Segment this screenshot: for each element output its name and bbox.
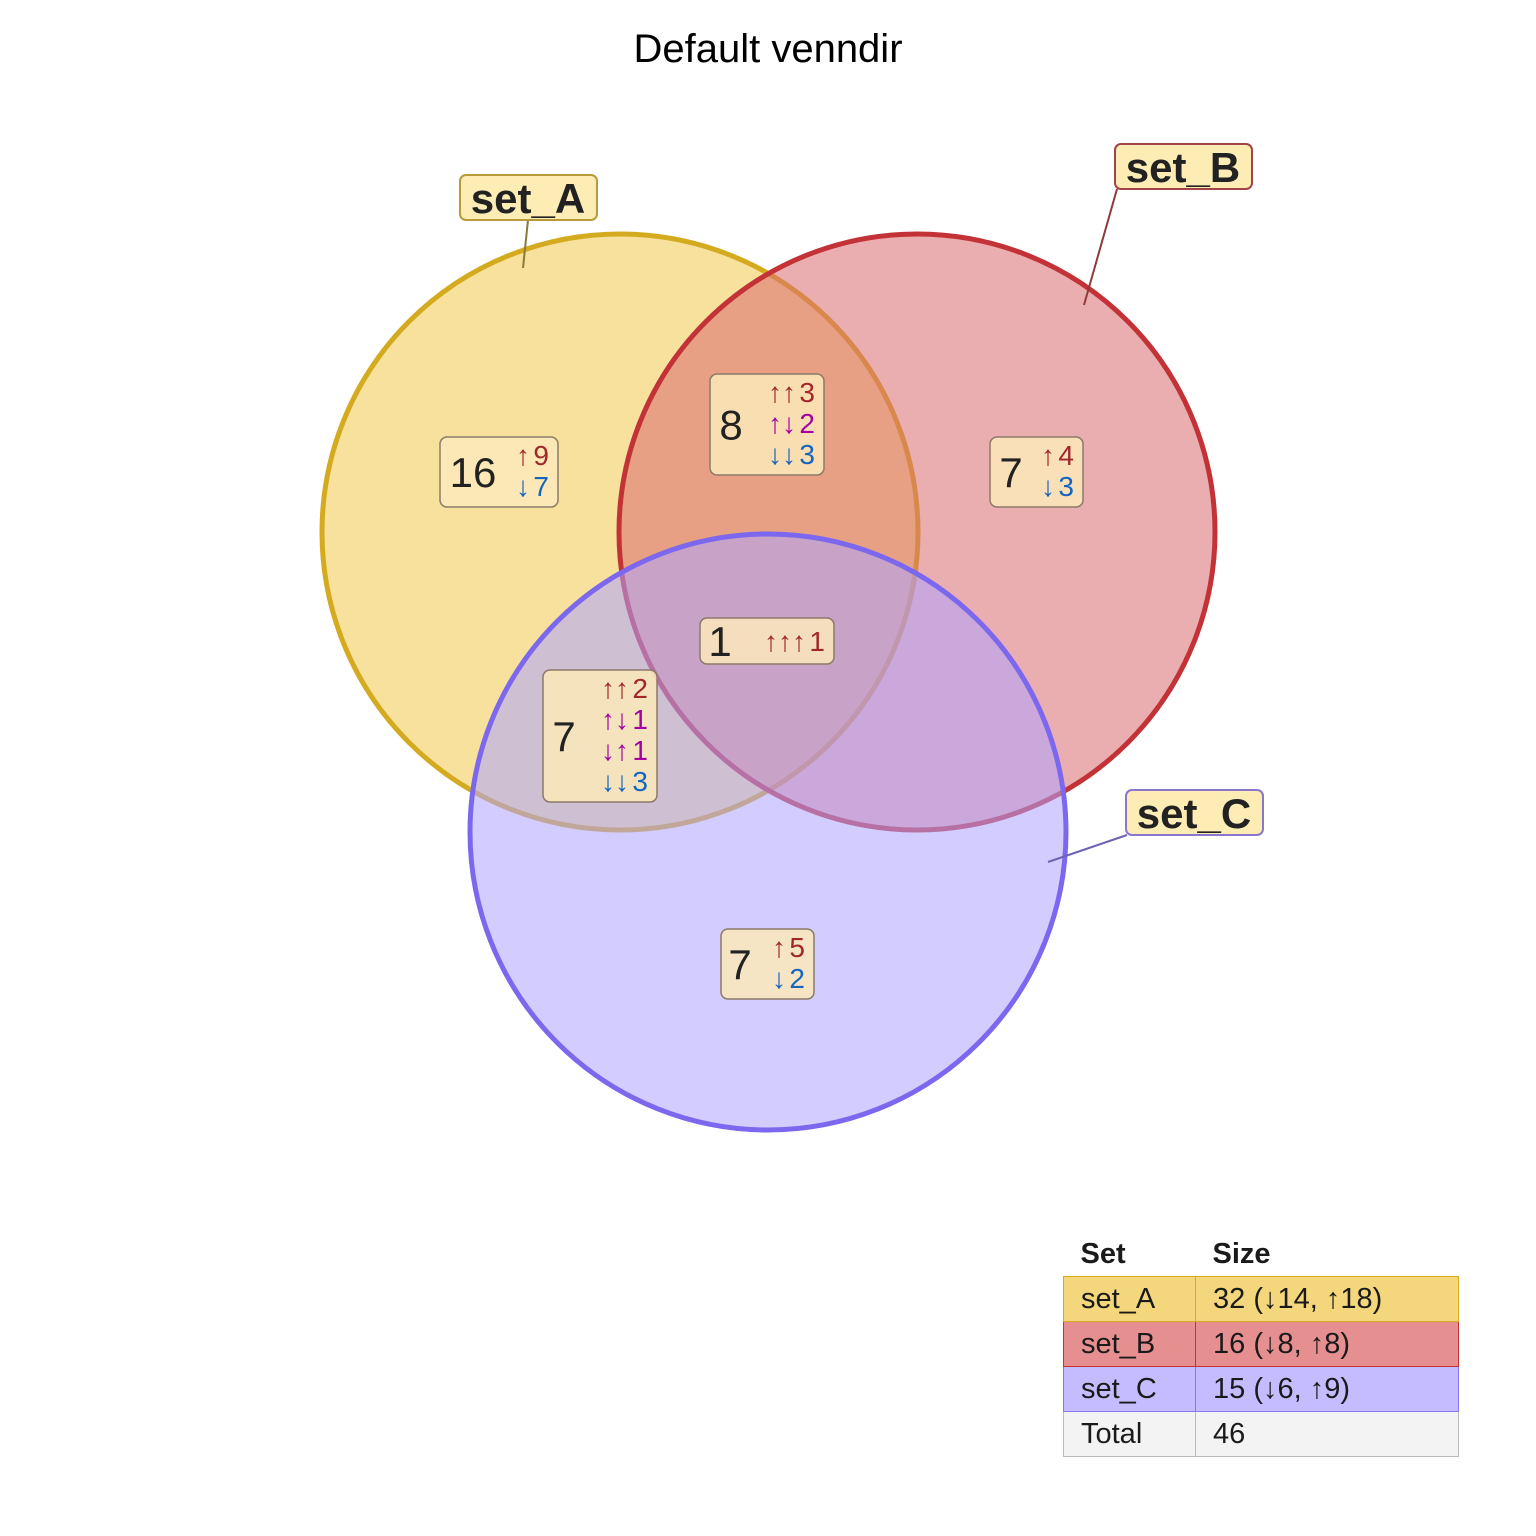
set-c-leader-line (1047, 834, 1128, 863)
direction-count: 1 (809, 626, 825, 657)
region-label-b-only: 7 ↑4↓3 (989, 436, 1084, 508)
legend-header-size: Size (1212, 1237, 1271, 1270)
direction-arrows: ↑↑ (768, 377, 796, 408)
direction-count: 3 (799, 439, 815, 470)
legend-set: Total (1063, 1411, 1196, 1457)
direction-count: 1 (632, 704, 648, 735)
legend-set: set_B (1063, 1321, 1196, 1367)
direction-arrows: ↓↓ (768, 439, 796, 470)
region-label-ab: 8 ↑↑3↑↓2↓↓3 (709, 373, 825, 476)
set-a-label: set_A (471, 175, 585, 222)
set-b-leader-line (1083, 188, 1118, 306)
legend-header: Set Size (1064, 1232, 1459, 1277)
region-label-ac: 7 ↑↑2↑↓1↓↑1↓↓3 (542, 669, 658, 803)
legend-set: set_A (1063, 1276, 1196, 1322)
legend-table: Set Size set_A 32 (↓14, ↑18) set_B 16 (↓… (1063, 1232, 1459, 1457)
direction-count: 7 (533, 471, 549, 502)
direction-count: 3 (632, 766, 648, 797)
set-c-label-group: set_C (1047, 789, 1264, 863)
region-label-box (542, 669, 658, 803)
direction-count: 3 (799, 377, 815, 408)
legend-row: Total 46 (1063, 1411, 1459, 1457)
region-total: 7 (552, 713, 575, 760)
chart-title: Default venndir (633, 27, 902, 71)
direction-arrows: ↓↓ (601, 766, 629, 797)
region-label-box (439, 436, 559, 508)
direction-arrows: ↑ (1041, 440, 1055, 471)
legend-row: set_C 15 (↓6, ↑9) (1063, 1366, 1459, 1412)
direction-arrows: ↑↓ (601, 704, 629, 735)
region-label-box (709, 373, 825, 476)
direction-count: 9 (533, 440, 549, 471)
direction-count: 1 (632, 735, 648, 766)
direction-arrows: ↑ (772, 932, 786, 963)
region-total: 7 (728, 941, 751, 988)
legend-header-set: Set (1080, 1237, 1126, 1270)
legend-size: 16 (↓8, ↑8) (1195, 1321, 1459, 1367)
region-total: 8 (719, 402, 742, 449)
region-label-c-only: 7 ↑5↓2 (720, 928, 815, 1000)
direction-arrows: ↓ (772, 963, 786, 994)
set-c-label: set_C (1137, 790, 1251, 837)
region-label-box (720, 928, 815, 1000)
set-b-label-group: set_B (1083, 143, 1253, 306)
legend-size: 46 (1195, 1411, 1459, 1457)
set-a-label-group: set_A (459, 174, 598, 269)
direction-arrows: ↓ (1041, 471, 1055, 502)
region-label-box (989, 436, 1084, 508)
direction-arrows: ↓↑ (601, 735, 629, 766)
set-b-label-box (1114, 143, 1253, 190)
region-total: 16 (450, 449, 497, 496)
direction-count: 4 (1058, 440, 1074, 471)
legend-row: set_B 16 (↓8, ↑8) (1063, 1321, 1459, 1367)
direction-count: 2 (632, 673, 648, 704)
direction-arrows: ↑↓ (768, 408, 796, 439)
direction-count: 2 (799, 408, 815, 439)
region-label-a-only: 16 ↑9↓7 (439, 436, 559, 508)
region-label-abc: 1↑↑↑1 (699, 617, 835, 665)
set-b-label: set_B (1126, 144, 1240, 191)
direction-count: 3 (1058, 471, 1074, 502)
legend-size: 15 (↓6, ↑9) (1195, 1366, 1459, 1412)
direction-arrows: ↓ (516, 471, 530, 502)
set-a-leader-line (522, 219, 529, 269)
set-a-label-box (459, 174, 598, 221)
direction-arrows: ↑ (516, 440, 530, 471)
region-total: 1 (708, 618, 731, 665)
direction-arrows: ↑↑↑ (764, 626, 806, 657)
legend-row: set_A 32 (↓14, ↑18) (1063, 1276, 1459, 1322)
region-total: 7 (999, 449, 1022, 496)
region-label-box (699, 617, 835, 665)
set-c-label-box (1125, 789, 1264, 836)
legend-size: 32 (↓14, ↑18) (1195, 1276, 1459, 1322)
direction-count: 5 (789, 932, 805, 963)
direction-count: 2 (789, 963, 805, 994)
legend-set: set_C (1063, 1366, 1196, 1412)
direction-arrows: ↑↑ (601, 673, 629, 704)
